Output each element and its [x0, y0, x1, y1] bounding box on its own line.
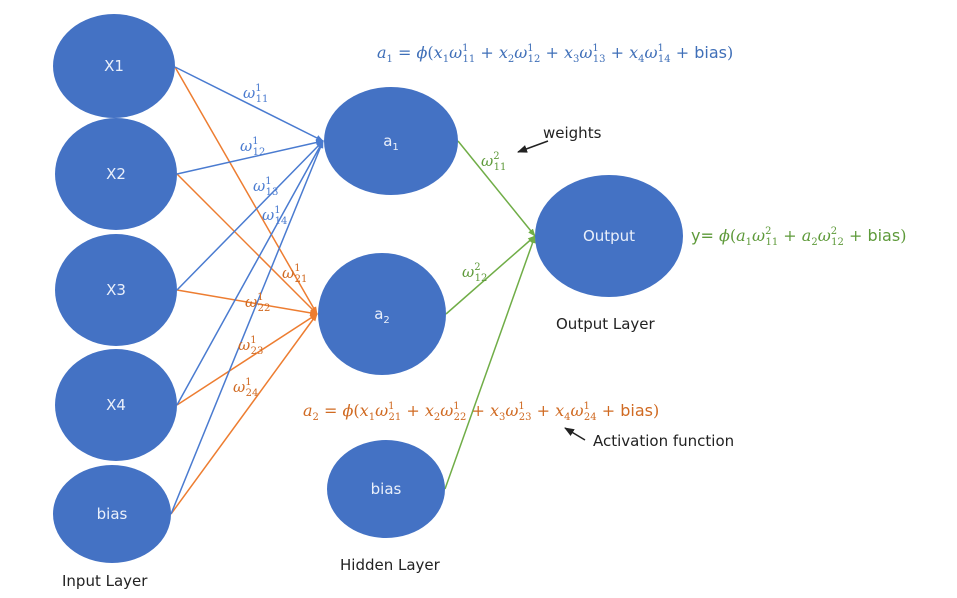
input-layer-label: Input Layer: [62, 572, 148, 590]
node-a2: a2: [318, 253, 446, 375]
edge-a2-to-output: [445, 235, 536, 315]
edge-x4-to-a1: [176, 140, 324, 406]
edge-x4-to-a2: [176, 313, 318, 406]
node-label: X3: [106, 281, 126, 299]
node-a1: a1: [324, 87, 458, 195]
weights-arrow-icon: [517, 140, 549, 153]
node-label: Output: [583, 227, 635, 245]
edge-bias_hidden-to-output: [444, 235, 536, 490]
node-label: a2: [374, 305, 390, 326]
node-circle: [318, 253, 446, 375]
edges-layer: [170, 66, 536, 515]
node-circle: [535, 175, 683, 297]
node-circle: [53, 14, 175, 118]
activation-annotation-label: Activation function: [593, 432, 734, 450]
node-circle: [324, 87, 458, 195]
node-x2: X2: [55, 118, 177, 230]
node-x3: X3: [55, 234, 177, 346]
hidden-layer-label: Hidden Layer: [340, 556, 441, 574]
edge-bias_in-to-a1: [170, 140, 324, 515]
node-label: X4: [106, 396, 126, 414]
node-circle: [55, 349, 177, 461]
edge-x3-to-a2: [176, 289, 318, 316]
activation-arrow-icon: [564, 427, 586, 441]
node-label: bias: [371, 480, 402, 498]
edge-bias_in-to-a2: [170, 313, 318, 515]
node-bias-hidden: bias: [327, 440, 445, 538]
output-layer-label: Output Layer: [556, 315, 656, 333]
edge-x1-to-a2: [174, 66, 318, 315]
edge-x2-to-a2: [176, 173, 318, 315]
node-circle: [55, 234, 177, 346]
activation-annotation: Activation function: [564, 427, 734, 450]
weights-annotation-label: weights: [543, 124, 602, 142]
node-bias-in: bias: [53, 465, 171, 563]
node-label: bias: [97, 505, 128, 523]
node-circle: [53, 465, 171, 563]
edge-x3-to-a1: [176, 140, 324, 291]
edge-a1-to-output: [457, 140, 536, 237]
node-out: Output: [535, 175, 683, 297]
node-label: a1: [383, 132, 399, 153]
node-x1: X1: [53, 14, 175, 118]
edge-x2-to-a1: [176, 139, 324, 175]
edge-x1-to-a1: [174, 66, 324, 142]
node-circle: [55, 118, 177, 230]
node-label: X2: [106, 165, 126, 183]
node-x4: X4: [55, 349, 177, 461]
node-label: X1: [104, 57, 124, 75]
weights-annotation: weights: [517, 124, 602, 153]
node-circle: [327, 440, 445, 538]
